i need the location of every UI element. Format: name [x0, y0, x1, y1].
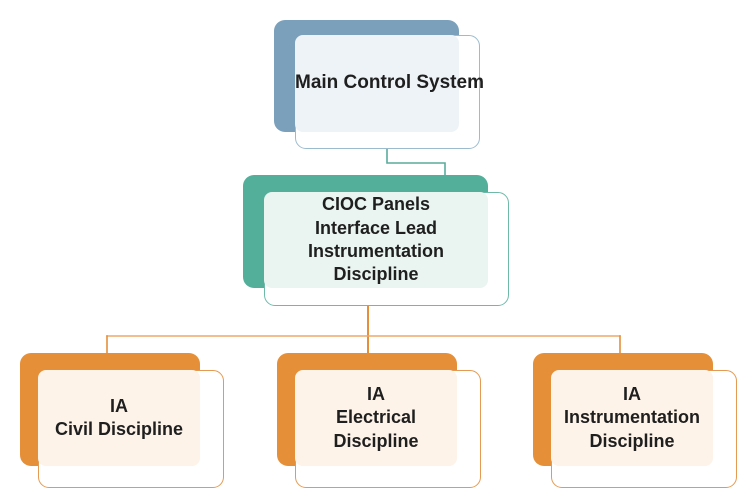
- node-label-line-3: Discipline: [589, 430, 675, 451]
- node-cioc-panels-interface-lead[interactable]: CIOC Panels Interface Lead Instrumentati…: [243, 175, 509, 306]
- node-content: IA Electrical Discipline: [295, 370, 457, 466]
- node-content: CIOC Panels Interface Lead Instrumentati…: [264, 192, 488, 288]
- node-main-control-system[interactable]: Main Control System: [274, 20, 484, 150]
- node-ia-instrumentation-discipline[interactable]: IA Instrumentation Discipline: [533, 353, 737, 488]
- node-ia-electrical-discipline[interactable]: IA Electrical Discipline: [277, 353, 481, 488]
- node-label-line-4: Discipline: [333, 264, 419, 285]
- connector-middle-to-leaves: [106, 305, 621, 358]
- node-label-line-2: Instrumentation: [563, 407, 700, 428]
- node-label-line-1: IA: [367, 383, 385, 404]
- node-ia-civil-discipline[interactable]: IA Civil Discipline: [20, 353, 224, 488]
- node-label-line-2: Electrical: [335, 407, 417, 428]
- node-label-line-2: Interface Lead: [314, 217, 438, 238]
- connector-top-to-middle: [386, 148, 446, 177]
- node-label-line-1: IA: [623, 383, 641, 404]
- node-content: Main Control System: [295, 35, 484, 132]
- node-label-line-1: IA: [110, 395, 128, 416]
- node-label-line-2: Civil Discipline: [54, 419, 184, 439]
- node-content: IA Instrumentation Discipline: [551, 370, 713, 466]
- node-label-line-1: CIOC Panels: [321, 194, 431, 215]
- node-label-line-3: Instrumentation: [307, 241, 444, 261]
- node-content: IA Civil Discipline: [38, 370, 200, 466]
- node-label-line-1: Main Control System: [295, 72, 484, 94]
- node-label-line-3: Discipline: [333, 430, 419, 451]
